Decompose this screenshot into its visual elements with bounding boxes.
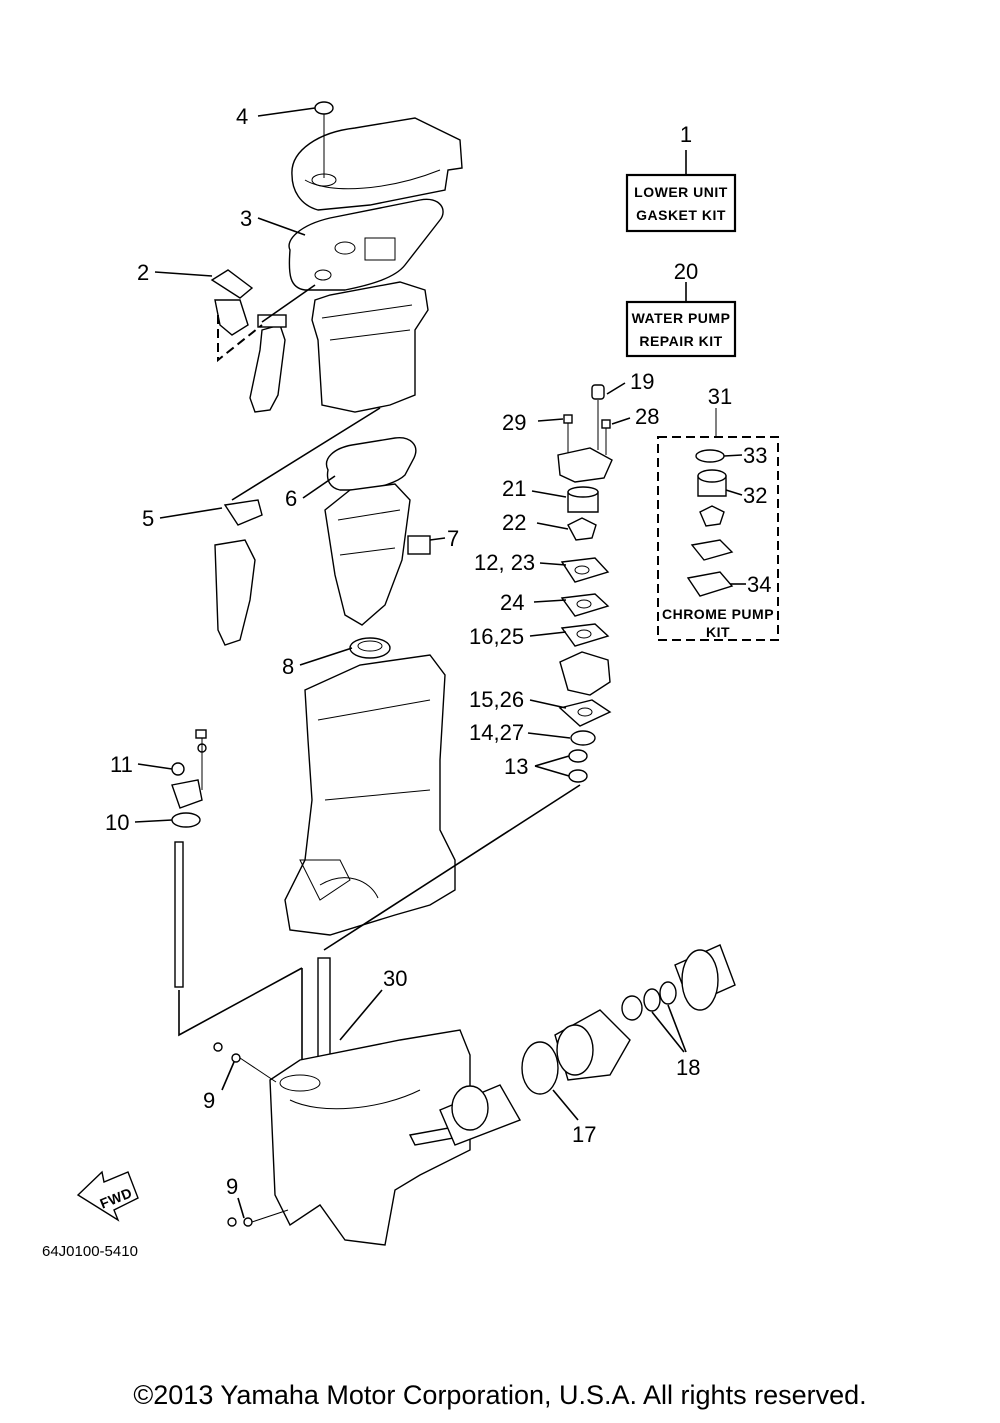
plate-part-24 [560,593,610,617]
water-pump-group [557,384,613,783]
kit-label-line2: REPAIR KIT [639,333,722,349]
bolt-part-9a [231,1053,241,1063]
callout-22: 22 [502,510,526,535]
bolt-part-29 [563,414,573,424]
callout-15-26: 15,26 [469,687,524,712]
seal-part-13a [568,749,588,763]
gasket-part-5 [223,499,263,526]
kit-label-line1: WATER PUMP [632,310,731,326]
bolt-part-9b [243,1217,253,1227]
callout-9a: 9 [203,1088,215,1113]
callout-3: 3 [240,206,252,231]
callout-28: 28 [635,404,659,429]
seal-part-10 [171,812,201,828]
callout-12-23: 12, 23 [474,550,535,575]
callout-19: 19 [630,369,654,394]
washer-part-4 [314,101,334,115]
kit-label-line2: KIT [706,624,730,640]
lower-casing-group [171,654,581,1081]
callout-24: 24 [500,590,524,615]
fwd-direction-badge: FWD [76,1170,139,1222]
copyright-notice: ©2013 Yamaha Motor Corporation, U.S.A. A… [133,1380,866,1410]
callout-17: 17 [572,1122,596,1147]
callout-16-25: 16,25 [469,624,524,649]
gasket-part-16-25 [560,623,610,647]
kit-label-line1: CHROME PUMP [662,606,774,622]
grommet-part-11 [171,762,185,776]
chrome-pump-kit-box [657,408,779,641]
callout-13: 13 [504,754,528,779]
part-7 [407,535,431,555]
callout-2: 2 [137,260,149,285]
upper-casing-group [210,101,463,659]
callout-29: 29 [502,410,526,435]
kit-lower-unit-gasket: 1 LOWER UNIT GASKET KIT [625,122,737,233]
callout-30: 30 [383,966,407,991]
callout-9b: 9 [226,1174,238,1199]
callout-14-27: 14,27 [469,720,524,745]
plate-part-34 [686,571,734,597]
callout-33: 33 [743,443,767,468]
callout-4: 4 [236,104,248,129]
gasket-part-2 [210,269,254,299]
plate-part-15-26 [558,699,612,727]
gasket-part-3 [288,198,444,291]
kit-label-line1: LOWER UNIT [634,184,728,200]
kit-water-pump-repair: 20 WATER PUMP REPAIR KIT [625,259,737,358]
callout-7: 7 [447,526,459,551]
gasket-part-6 [325,437,417,491]
kit-number-1: 1 [680,122,692,147]
kit-label-line2: GASKET KIT [636,207,726,223]
callout-6: 6 [285,486,297,511]
seal-part-13b [568,769,588,783]
callout-18: 18 [676,1055,700,1080]
callout-10: 10 [105,810,129,835]
callout-5: 5 [142,506,154,531]
kit-number-20: 20 [674,259,698,284]
callout-34: 34 [747,572,771,597]
bolt-part-28 [601,419,611,429]
part-code: 64J0100-5410 [42,1243,138,1260]
o-ring-part-14-27 [570,730,596,746]
kit-number-31: 31 [708,384,732,409]
callout-21: 21 [502,476,526,501]
gear-case-group [213,944,736,1246]
gasket-part-12-23 [560,557,610,583]
callout-11: 11 [110,752,133,777]
washer-part-18 [643,988,661,1012]
o-ring-part-17 [521,1041,559,1095]
callout-32: 32 [743,483,767,508]
grommet-part-19 [591,384,605,400]
callout-numbers: 4 3 2 5 6 7 8 11 10 9 9 30 17 18 19 28 2… [105,104,771,1199]
kit-chrome-pump: 31 CHROME PUMP KIT [662,384,774,640]
washer-part-33 [695,449,725,463]
callout-8: 8 [282,654,294,679]
impeller-part-22 [567,517,597,541]
leader-lines [134,107,746,1219]
